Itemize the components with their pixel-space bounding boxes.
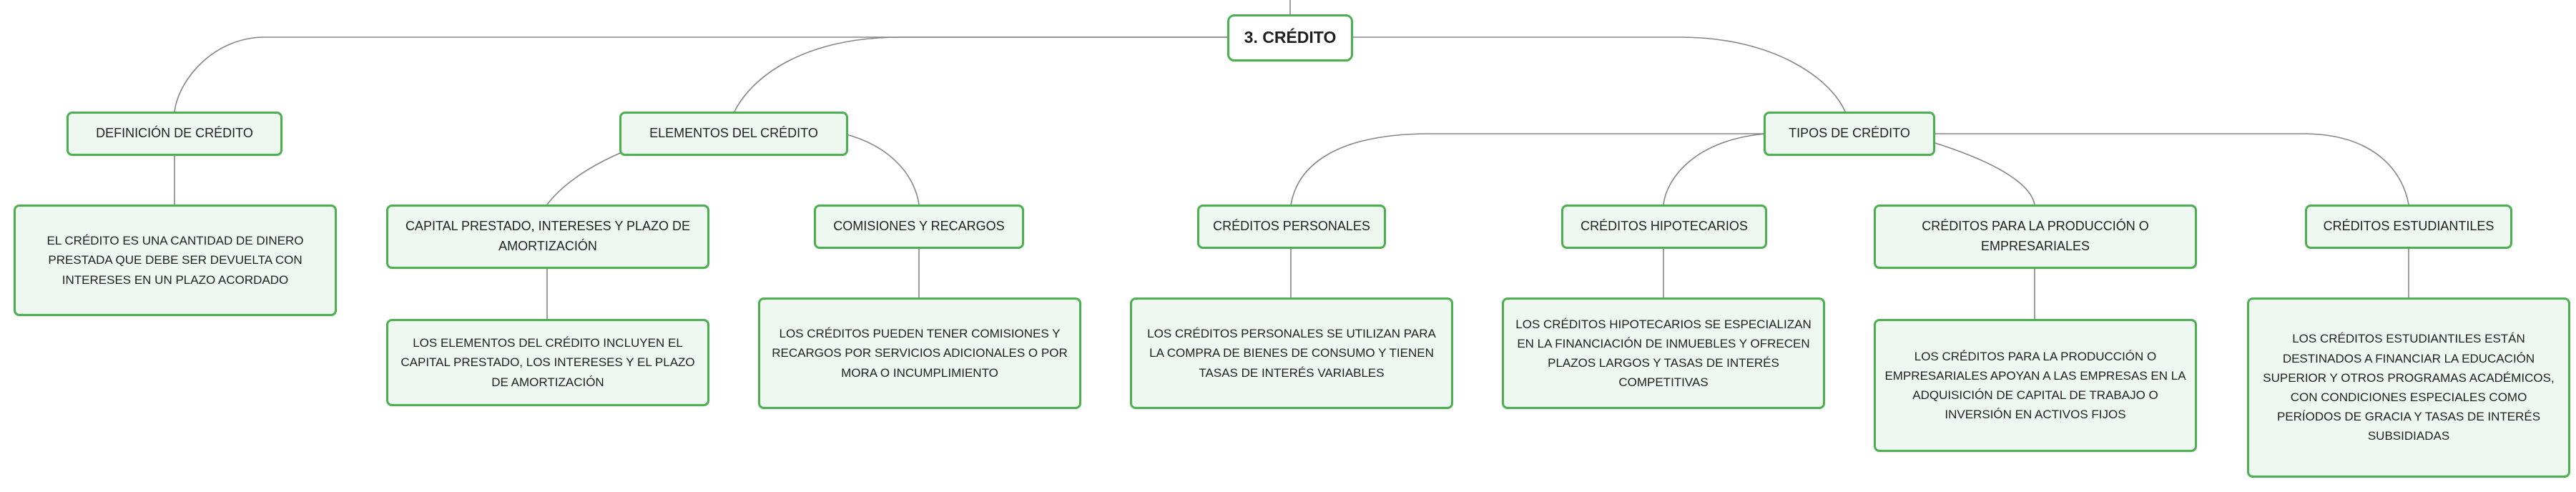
detail-comisiones-text: LOS CRÉDITOS PUEDEN TENER COMISIONES Y R… xyxy=(772,327,1068,380)
detail-personales[interactable]: LOS CRÉDITOS PERSONALES SE UTILIZAN PARA… xyxy=(1130,297,1453,409)
node-hipotecarios[interactable]: CRÉDITOS HIPOTECARIOS xyxy=(1561,205,1767,249)
detail-estudiantiles[interactable]: LOS CRÉDITOS ESTUDIANTILES ESTÁN DESTINA… xyxy=(2247,297,2570,478)
detail-produccion-text: LOS CRÉDITOS PARA LA PRODUCCIÓN O EMPRES… xyxy=(1884,349,2186,422)
node-comisiones[interactable]: COMISIONES Y RECARGOS xyxy=(814,205,1024,249)
connector-root-tipos xyxy=(1353,36,1846,112)
detail-comisiones[interactable]: LOS CRÉDITOS PUEDEN TENER COMISIONES Y R… xyxy=(758,297,1081,409)
detail-capital-text: LOS ELEMENTOS DEL CRÉDITO INCLUYEN EL CA… xyxy=(400,336,695,389)
detail-definicion[interactable]: EL CRÉDITO ES UNA CANTIDAD DE DINERO PRE… xyxy=(14,205,337,316)
node-capital[interactable]: CAPITAL PRESTADO, INTERESES Y PLAZO DE A… xyxy=(386,205,709,269)
node-definicion-label: DEFINICIÓN DE CRÉDITO xyxy=(96,126,253,141)
node-definicion[interactable]: DEFINICIÓN DE CRÉDITO xyxy=(67,112,282,156)
connector-tipos-personales xyxy=(1290,133,1766,205)
node-estudiantiles[interactable]: CRÉDITOS ESTUDIANTILES xyxy=(2305,205,2512,249)
node-elementos-label: ELEMENTOS DEL CRÉDITO xyxy=(649,126,818,141)
connector-root-definicion xyxy=(174,36,1227,112)
node-tipos-label: TIPOS DE CRÉDITO xyxy=(1789,126,1910,141)
detail-hipotecarios-text: LOS CRÉDITOS HIPOTECARIOS SE ESPECIALIZA… xyxy=(1515,317,1811,390)
node-produccion-label: CRÉDITOS PARA LA PRODUCCIÓN O EMPRESARIA… xyxy=(1922,219,2149,253)
connector-tipos-hipotecarios xyxy=(1663,133,1767,205)
root-node[interactable]: 3. CRÉDITO xyxy=(1227,14,1353,62)
connector-elementos-comisiones xyxy=(843,133,920,205)
detail-hipotecarios[interactable]: LOS CRÉDITOS HIPOTECARIOS SE ESPECIALIZA… xyxy=(1502,297,1825,409)
node-tipos[interactable]: TIPOS DE CRÉDITO xyxy=(1764,112,1935,156)
connector-tipos-estudiantiles xyxy=(1935,133,2409,205)
connector-root-elementos xyxy=(734,36,1227,112)
detail-estudiantiles-text: LOS CRÉDITOS ESTUDIANTILES ESTÁN DESTINA… xyxy=(2263,332,2555,443)
detail-definicion-text: EL CRÉDITO ES UNA CANTIDAD DE DINERO PRE… xyxy=(46,234,304,287)
node-estudiantiles-label: CRÉDITOS ESTUDIANTILES xyxy=(2323,219,2494,234)
connector-tipos-produccion xyxy=(1935,142,2035,205)
detail-capital[interactable]: LOS ELEMENTOS DEL CRÉDITO INCLUYEN EL CA… xyxy=(386,319,709,406)
node-hipotecarios-label: CRÉDITOS HIPOTECARIOS xyxy=(1580,219,1748,234)
node-capital-label: CAPITAL PRESTADO, INTERESES Y PLAZO DE A… xyxy=(405,219,691,253)
node-comisiones-label: COMISIONES Y RECARGOS xyxy=(833,219,1005,234)
node-elementos[interactable]: ELEMENTOS DEL CRÉDITO xyxy=(619,112,848,156)
detail-produccion[interactable]: LOS CRÉDITOS PARA LA PRODUCCIÓN O EMPRES… xyxy=(1874,319,2197,452)
node-personales[interactable]: CRÉDITOS PERSONALES xyxy=(1197,205,1386,249)
root-title: 3. CRÉDITO xyxy=(1244,28,1337,47)
node-produccion[interactable]: CRÉDITOS PARA LA PRODUCCIÓN O EMPRESARIA… xyxy=(1874,205,2197,269)
detail-personales-text: LOS CRÉDITOS PERSONALES SE UTILIZAN PARA… xyxy=(1147,327,1436,380)
node-personales-label: CRÉDITOS PERSONALES xyxy=(1213,219,1370,234)
